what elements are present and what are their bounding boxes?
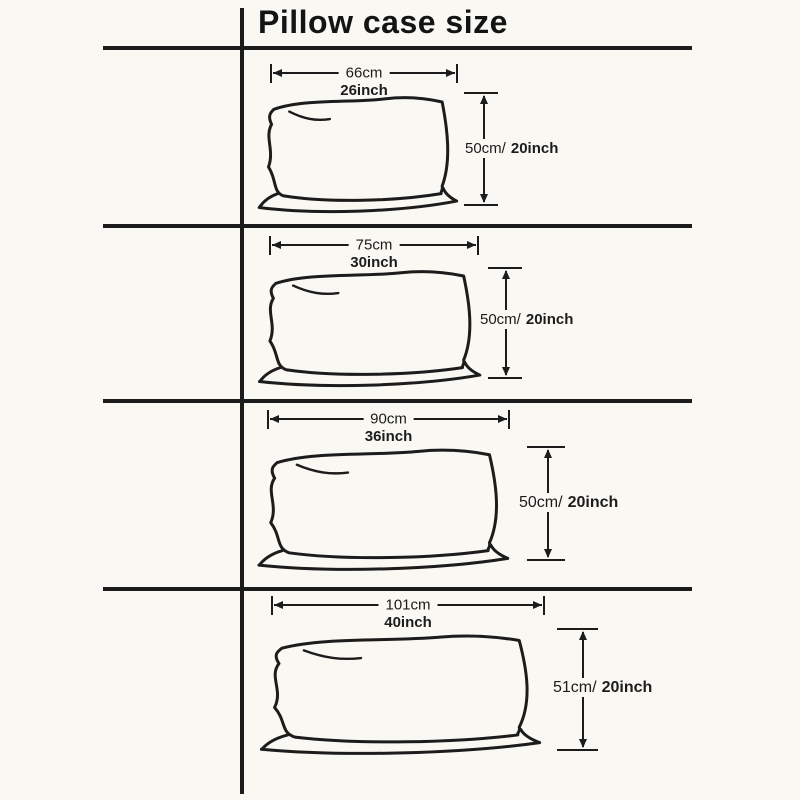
dimension-tick-right bbox=[456, 64, 458, 83]
width-dimension: 90cm 36inch bbox=[267, 409, 510, 449]
arrowhead-left-icon bbox=[272, 241, 281, 249]
height-inch-label: 20inch bbox=[510, 140, 559, 157]
arrowhead-right-icon bbox=[446, 69, 455, 77]
dimension-tick-left bbox=[270, 64, 272, 83]
arrowhead-left-icon bbox=[270, 415, 279, 423]
arrowhead-left-icon bbox=[274, 601, 283, 609]
height-label: 50cm/20inch bbox=[515, 493, 623, 512]
dimension-tick-right bbox=[477, 236, 479, 255]
pillow-illustration bbox=[257, 624, 550, 758]
arrowhead-right-icon bbox=[467, 241, 476, 249]
dimension-tick-top bbox=[464, 92, 498, 94]
divider-line-3 bbox=[103, 399, 692, 403]
arrowhead-right-icon bbox=[533, 601, 542, 609]
height-inch-label: 20inch bbox=[525, 311, 574, 328]
arrowhead-left-icon bbox=[273, 69, 282, 77]
size-row-1: 66cm 26inch 50cm/20inch bbox=[0, 50, 800, 224]
dimension-tick-bottom bbox=[464, 204, 498, 206]
dimension-tick-right bbox=[543, 596, 545, 615]
width-inch-label: 26inch bbox=[340, 82, 388, 99]
dimension-tick-left bbox=[269, 236, 271, 255]
dimension-tick-top bbox=[488, 267, 522, 269]
pillow-illustration bbox=[256, 448, 510, 572]
arrowhead-down-icon bbox=[579, 739, 587, 748]
height-label: 51cm/20inch bbox=[549, 678, 657, 697]
arrowhead-down-icon bbox=[502, 367, 510, 376]
width-inch-label: 30inch bbox=[350, 254, 398, 271]
dimension-tick-bottom bbox=[488, 377, 522, 379]
height-cm-label: 50cm/ bbox=[519, 494, 563, 511]
width-cm-label: 90cm bbox=[363, 410, 414, 428]
divider-line-4 bbox=[103, 587, 692, 591]
width-dimension: 101cm 40inch bbox=[271, 595, 545, 635]
height-label: 50cm/20inch bbox=[476, 310, 578, 329]
dimension-tick-top bbox=[557, 628, 598, 630]
width-dimension: 66cm 26inch bbox=[270, 63, 458, 103]
arrowhead-up-icon bbox=[544, 449, 552, 458]
arrowhead-right-icon bbox=[498, 415, 507, 423]
width-cm-label: 66cm bbox=[338, 64, 390, 82]
width-inch-label: 40inch bbox=[384, 614, 432, 631]
height-inch-label: 20inch bbox=[567, 494, 619, 511]
dimension-tick-bottom bbox=[557, 749, 598, 751]
size-row-2: 75cm 30inch 50cm/20inch bbox=[0, 224, 800, 399]
width-cm-label: 101cm bbox=[378, 596, 438, 614]
dimension-tick-right bbox=[508, 410, 510, 429]
pillow-illustration bbox=[257, 96, 459, 214]
height-inch-label: 20inch bbox=[601, 679, 653, 696]
width-inch-label: 36inch bbox=[364, 428, 413, 445]
arrowhead-down-icon bbox=[544, 549, 552, 558]
size-row-4: 101cm 40inch 51cm/20inch bbox=[0, 587, 800, 800]
dimension-tick-left bbox=[267, 410, 269, 429]
arrowhead-up-icon bbox=[579, 631, 587, 640]
divider-line-1 bbox=[103, 46, 692, 50]
width-dimension: 75cm 30inch bbox=[269, 235, 479, 275]
arrowhead-up-icon bbox=[502, 270, 510, 279]
height-cm-label: 50cm/ bbox=[465, 140, 506, 157]
arrowhead-up-icon bbox=[480, 95, 488, 104]
dimension-tick-top bbox=[527, 446, 565, 448]
pillow-illustration bbox=[257, 269, 482, 388]
height-label: 50cm/20inch bbox=[461, 139, 563, 158]
width-cm-label: 75cm bbox=[348, 236, 400, 254]
height-cm-label: 51cm/ bbox=[553, 679, 597, 696]
divider-line-2 bbox=[103, 224, 692, 228]
height-cm-label: 50cm/ bbox=[480, 311, 521, 328]
page-title: Pillow case size bbox=[258, 4, 508, 40]
arrowhead-down-icon bbox=[480, 194, 488, 203]
size-row-3: 90cm 36inch 50cm/20inch bbox=[0, 399, 800, 587]
dimension-tick-left bbox=[271, 596, 273, 615]
dimension-tick-bottom bbox=[527, 559, 565, 561]
